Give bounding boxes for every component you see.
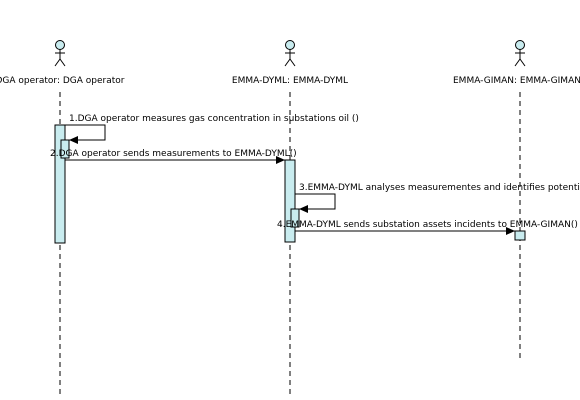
activation-bar-emma-dyml-nested <box>290 208 300 228</box>
actor-icon <box>514 40 526 67</box>
participant-emma-dyml[interactable]: EMMA-DYML: EMMA-DYML <box>232 40 348 87</box>
activation-bar-dga-operator-nested <box>60 139 70 159</box>
message-arrow <box>65 124 106 144</box>
activation-bar-dga-operator <box>54 124 66 244</box>
message-arrow <box>295 193 336 213</box>
participant-label: DGA operator: DGA operator <box>0 76 125 86</box>
message-1[interactable]: 1.DGA operator measures gas concentratio… <box>65 114 359 144</box>
activation-bar-emma-dyml <box>284 159 296 243</box>
participant-dga-operator[interactable]: DGA operator: DGA operator <box>0 40 125 87</box>
actor-icon <box>284 40 296 67</box>
activation-bar-emma-giman <box>514 230 526 241</box>
actor-icon <box>54 40 66 67</box>
message-label: 3.EMMA-DYML analyses measurementes and i… <box>299 183 580 193</box>
message-3[interactable]: 3.EMMA-DYML analyses measurementes and i… <box>295 183 580 213</box>
message-label: 1.DGA operator measures gas concentratio… <box>69 114 359 124</box>
participant-emma-giman[interactable]: EMMA-GIMAN: EMMA-GIMAN <box>453 40 580 87</box>
message-2[interactable]: 2.DGA operator sends measurements to EMM… <box>50 149 297 164</box>
participant-label: EMMA-DYML: EMMA-DYML <box>232 76 348 86</box>
message-label: 4.EMMA-DYML sends substation assets inci… <box>277 220 578 230</box>
participant-label: EMMA-GIMAN: EMMA-GIMAN <box>453 76 580 86</box>
message-4[interactable]: 4.EMMA-DYML sends substation assets inci… <box>277 220 578 235</box>
message-label: 2.DGA operator sends measurements to EMM… <box>50 149 297 159</box>
